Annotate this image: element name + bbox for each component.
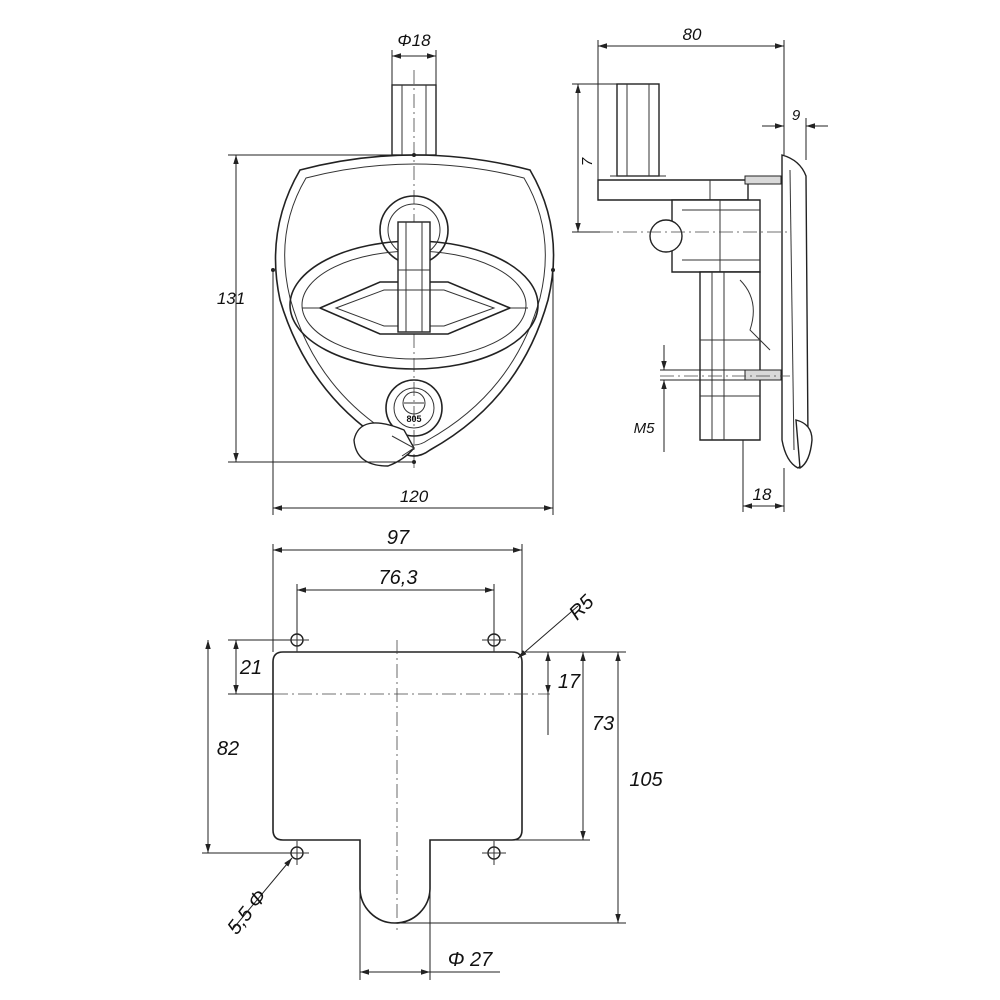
side-view: 80 9 7 M5 18 [572,25,828,512]
dim-side-bottom: 18 [742,440,785,512]
cutout-view: 97 76,3 R5 21 82 [202,527,664,980]
dim-side-stem: 7 [572,83,617,233]
front-key-lock: 805 [385,379,443,437]
dim-tab-diameter: Φ 27 [359,888,500,980]
dim-radius-label: R5 [565,590,599,624]
dim-total-height-label: 105 [629,769,663,791]
front-key [353,422,415,467]
dim-height-right: 73 [500,652,614,841]
dim-height-right-label: 73 [592,713,614,735]
dim-side-flange-label: 9 [792,107,801,124]
mounting-holes [285,628,506,865]
dim-hole-diameter-label: 5,5 Φ [223,886,271,939]
dim-total-height: 105 [397,652,664,924]
dim-stem-diameter: Φ18 [391,31,437,85]
front-view: 805 Φ18 131 120 [217,31,555,515]
cutout-outline [272,651,523,924]
dim-front-height: 131 [217,154,414,463]
dim-side-thread-label: M5 [634,420,655,437]
dim-cutout-width-label: 97 [387,527,410,549]
side-flange [781,154,809,469]
front-body-outline [274,154,555,457]
front-stem [391,70,437,470]
dim-side-flange: 9 [762,107,828,160]
lock-label: 805 [406,414,421,424]
dim-top-offset-right: 17 [522,651,626,735]
dim-radius: R5 [517,590,599,659]
dim-front-width-label: 120 [400,487,429,506]
dim-tab-diameter-label: Φ 27 [448,949,493,971]
dim-hole-spacing-label: 76,3 [379,567,418,589]
dim-side-thread: M5 [634,345,745,452]
dim-height-left-label: 82 [217,738,239,760]
dim-hole-spacing: 76,3 [296,567,495,634]
dim-front-width: 120 [272,270,554,515]
dim-stem-diameter-label: Φ18 [397,31,431,50]
dim-side-stem-label: 7 [579,157,596,166]
dim-top-offset-left-label: 21 [239,657,262,679]
dim-top-offset-right-label: 17 [558,671,581,693]
dim-front-height-label: 131 [217,289,245,308]
dim-cutout-width: 97 [272,527,523,652]
front-t-handle [379,195,449,333]
dim-top-offset-left: 21 [228,639,291,695]
dim-hole-diameter: 5,5 Φ [223,857,293,939]
dim-side-depth: 80 [597,25,785,180]
dim-height-left: 82 [202,640,291,854]
dim-side-depth-label: 80 [683,25,702,44]
dim-side-bottom-label: 18 [753,485,772,504]
